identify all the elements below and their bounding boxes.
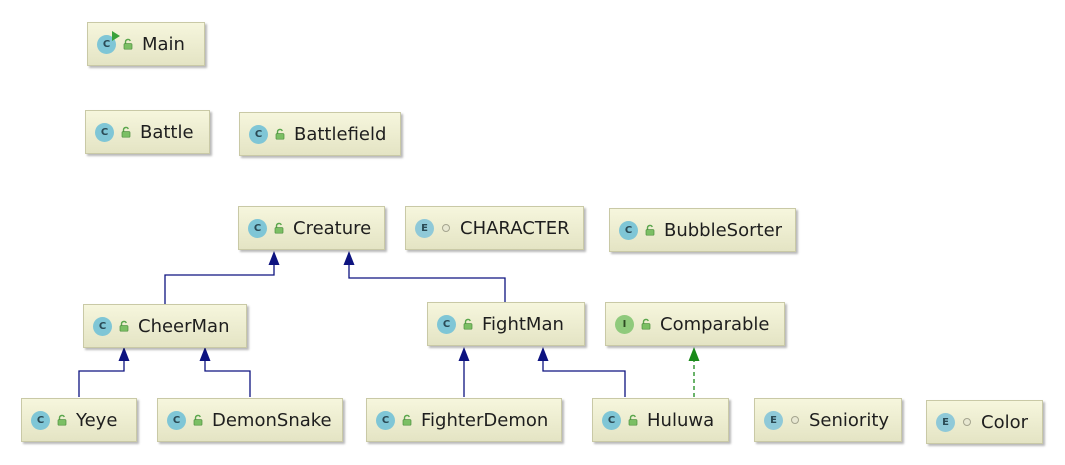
class-name: Battlefield	[294, 123, 387, 145]
enum-name: Color	[981, 411, 1028, 433]
arrowhead-creature-left	[268, 251, 280, 265]
enum-icon: E	[764, 410, 783, 430]
class-name: FighterDemon	[421, 409, 549, 431]
arrowhead-fightman-right	[537, 347, 549, 361]
arrowhead-comparable	[688, 347, 700, 361]
public-lock-icon	[462, 318, 474, 330]
interface-icon: I	[615, 314, 634, 334]
class-node-battle[interactable]: C Battle	[85, 110, 210, 154]
arrowhead-fightman-left	[458, 347, 470, 361]
class-node-cheerman[interactable]: C CheerMan	[83, 304, 247, 348]
class-icon: C	[97, 30, 120, 54]
class-icon: C	[167, 410, 186, 430]
public-lock-icon	[122, 38, 134, 50]
enum-node-character[interactable]: E CHARACTER	[405, 206, 584, 250]
class-name: DemonSnake	[212, 409, 332, 431]
class-node-battlefield[interactable]: C Battlefield	[239, 112, 401, 156]
arrowhead-creature-right	[343, 251, 355, 265]
interface-node-comparable[interactable]: I Comparable	[605, 302, 785, 346]
class-node-bubblesorter[interactable]: C BubbleSorter	[609, 208, 796, 252]
edge-cheerman-to-creature	[164, 265, 275, 305]
arrowhead-cheerman-right	[199, 347, 211, 361]
enum-name: Seniority	[809, 409, 890, 431]
class-icon: C	[249, 124, 268, 144]
class-icon: C	[602, 410, 621, 430]
class-node-huluwa[interactable]: C Huluwa	[592, 398, 729, 442]
class-node-fighterdemon[interactable]: C FighterDemon	[366, 398, 562, 442]
edge-demonsnake-to-cheerman	[204, 361, 251, 397]
class-icon: C	[437, 314, 456, 334]
class-name: Main	[142, 33, 185, 55]
class-node-creature[interactable]: C Creature	[238, 206, 385, 250]
class-icon: C	[31, 410, 50, 430]
class-name: Yeye	[76, 409, 118, 431]
enum-icon: E	[936, 412, 955, 432]
class-name: Huluwa	[647, 409, 715, 431]
class-node-main[interactable]: C Main	[87, 22, 205, 66]
class-icon: C	[95, 122, 114, 142]
public-lock-icon	[640, 318, 652, 330]
enum-node-seniority[interactable]: E Seniority	[754, 398, 902, 442]
class-name: CheerMan	[138, 315, 230, 337]
public-lock-icon	[274, 128, 286, 140]
class-name: FightMan	[482, 313, 564, 335]
arrowhead-cheerman-left	[118, 347, 130, 361]
enum-icon: E	[415, 218, 434, 238]
package-visibility-icon	[440, 222, 452, 234]
edge-yeye-to-cheerman	[78, 361, 125, 397]
enum-node-color[interactable]: E Color	[926, 400, 1043, 444]
class-icon: C	[248, 218, 267, 238]
class-icon: C	[93, 316, 112, 336]
class-icon: C	[376, 410, 395, 430]
public-lock-icon	[401, 414, 413, 426]
package-visibility-icon	[789, 414, 801, 426]
public-lock-icon	[644, 224, 656, 236]
package-visibility-icon	[961, 416, 973, 428]
public-lock-icon	[120, 126, 132, 138]
public-lock-icon	[56, 414, 68, 426]
public-lock-icon	[118, 320, 130, 332]
public-lock-icon	[627, 414, 639, 426]
class-name: Battle	[140, 121, 194, 143]
class-node-fightman[interactable]: C FightMan	[427, 302, 585, 346]
edge-huluwa-to-fightman	[542, 361, 626, 397]
interface-name: Comparable	[660, 313, 770, 335]
class-icon: C	[619, 220, 638, 240]
class-node-yeye[interactable]: C Yeye	[21, 398, 137, 442]
public-lock-icon	[273, 222, 285, 234]
enum-name: CHARACTER	[460, 217, 570, 239]
class-name: Creature	[293, 217, 372, 239]
edge-fightman-to-creature	[348, 265, 506, 302]
class-node-demonsnake[interactable]: C DemonSnake	[157, 398, 343, 442]
public-lock-icon	[192, 414, 204, 426]
run-icon	[112, 30, 120, 41]
class-name: BubbleSorter	[664, 219, 783, 241]
